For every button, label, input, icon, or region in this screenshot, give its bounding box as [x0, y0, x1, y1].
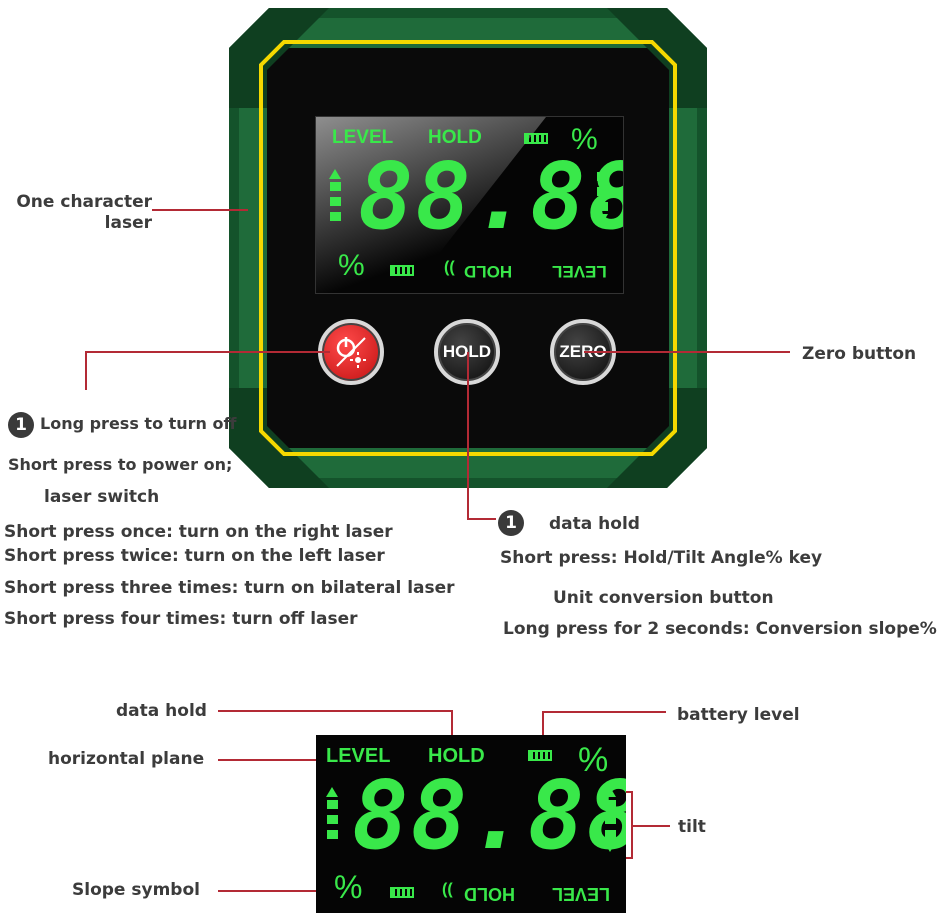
- legend-tilt-left: [326, 787, 338, 842]
- hold-callout-line3: Long press for 2 seconds: Conversion slo…: [503, 619, 937, 639]
- legend-lcd-percent-bottom: %: [334, 869, 363, 905]
- power-callout-line4: Short press twice: turn on the left lase…: [4, 546, 385, 566]
- power-callout-title: Long press to turn off: [40, 414, 237, 433]
- legend-battery-icon: [528, 750, 552, 761]
- device-lcd-screen: LEVEL HOLD % 88.88 % (( HOLD LEVEL: [315, 116, 624, 294]
- legend-sound-icon: ((: [442, 881, 453, 898]
- legend-lcd-level-flipped: LEVEL: [552, 884, 611, 904]
- lcd-level-label: LEVEL: [332, 127, 394, 148]
- lcd-hold-label: HOLD: [428, 127, 482, 148]
- laser-callout: One character laser: [16, 192, 152, 233]
- lcd-tilt-right: [596, 169, 608, 224]
- legend-lcd-hold-flipped: HOLD: [464, 884, 515, 904]
- power-laser-icon: [336, 337, 366, 368]
- power-callout-line6: Short press four times: turn off laser: [4, 609, 358, 629]
- legend-slope-symbol: Slope symbol: [72, 880, 200, 900]
- legend-lcd-percent-top: %: [578, 741, 609, 779]
- lcd-percent-bottom: %: [338, 249, 365, 282]
- hold-callout-title: data hold: [549, 514, 640, 534]
- legend-battery-icon-flipped: [390, 887, 414, 898]
- legend-data-hold: data hold: [116, 701, 207, 721]
- power-callout-line5: Short press three times: turn on bilater…: [4, 578, 455, 598]
- power-callout-line2: laser switch: [44, 487, 160, 507]
- sound-icon: ((: [444, 259, 455, 276]
- power-callout-badge: 1: [8, 412, 34, 438]
- legend-tilt-right: [604, 787, 616, 852]
- legend-tilt: tilt: [678, 817, 706, 837]
- power-callout-line1: Short press to power on;: [8, 455, 233, 474]
- lcd-tilt-left: [329, 169, 341, 224]
- zero-button-label: ZERO: [559, 342, 607, 361]
- legend-horizontal-plane: horizontal plane: [48, 749, 205, 769]
- hold-button-label: HOLD: [442, 342, 492, 361]
- lcd-digits: 88.88: [358, 143, 624, 250]
- hold-callout-line2: Unit conversion button: [553, 588, 774, 608]
- battery-icon: [524, 133, 548, 144]
- legend-lcd-level: LEVEL: [326, 745, 391, 767]
- hold-callout-badge: 1: [498, 510, 524, 536]
- lcd-percent-top: %: [571, 123, 598, 156]
- legend-lcd-hold: HOLD: [428, 745, 485, 767]
- zero-callout: Zero button: [802, 344, 917, 364]
- power-callout-line3: Short press once: turn on the right lase…: [4, 522, 393, 542]
- legend-lcd-digits: 88.88: [352, 762, 626, 871]
- battery-icon-flipped: [390, 265, 414, 276]
- hold-callout-line1: Short press: Hold/Tilt Angle% key: [500, 548, 823, 568]
- legend-lcd-screen: LEVEL HOLD % 88.88 % (( HOLD LEVEL: [316, 735, 626, 913]
- legend-battery-level: battery level: [677, 705, 800, 725]
